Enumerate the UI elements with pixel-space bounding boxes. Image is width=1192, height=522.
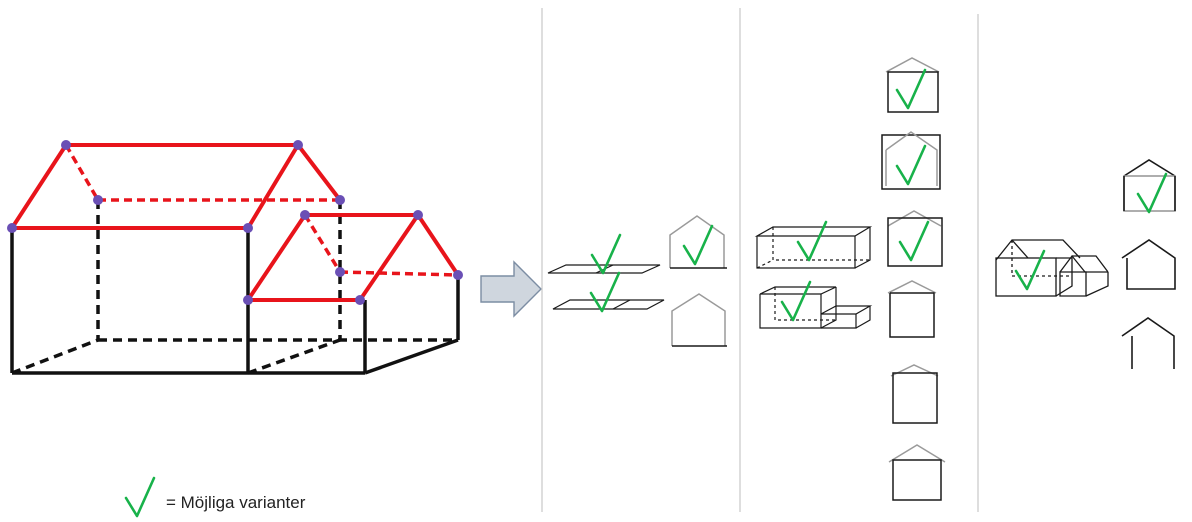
gable-outline — [671, 293, 726, 346]
checkmark-icon — [589, 271, 621, 313]
checkmark-icon — [1136, 172, 1168, 214]
right-arrow-icon — [480, 260, 542, 318]
legend-checkmark-icon — [124, 476, 156, 518]
gable-outline-checked — [669, 215, 725, 268]
legend-label: = Möjliga varianter — [166, 493, 306, 512]
checkmark-icon — [1014, 249, 1046, 291]
panel-dividers — [541, 8, 979, 512]
composite-gables — [1121, 159, 1176, 369]
checkmark-icon — [590, 233, 622, 275]
checkmark-icon — [898, 220, 930, 262]
checkmark-icon — [796, 220, 828, 262]
gable-variants — [881, 57, 946, 501]
box-variants — [754, 226, 873, 329]
source-house-illustration — [7, 140, 463, 375]
checkmark-icon — [682, 224, 714, 266]
checkmark-icon — [895, 68, 927, 110]
floor-plane-lower — [552, 299, 665, 310]
checkmark-icon — [895, 144, 927, 186]
composite-house — [995, 239, 1109, 297]
checkmark-icon — [780, 280, 812, 322]
